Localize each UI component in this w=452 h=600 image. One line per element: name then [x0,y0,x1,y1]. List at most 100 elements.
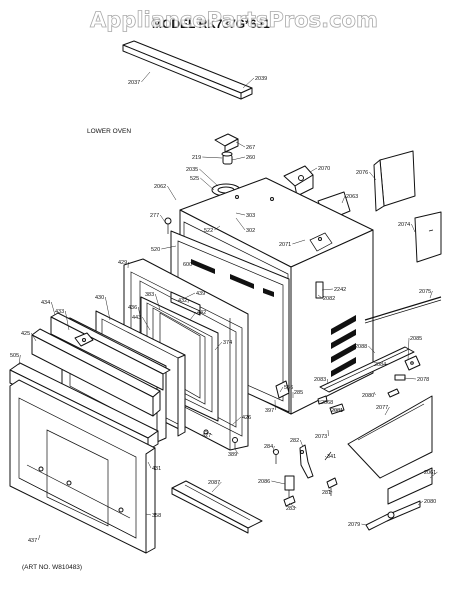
part-label-2082: 2082 [323,296,335,302]
part-label-431: 431 [152,466,161,472]
part-label-2068: 2068 [321,400,333,406]
part-label-2242: 2242 [334,287,346,293]
part-insulation-439 [170,291,201,316]
part-label-439: 439 [196,291,205,297]
art-number: (ART NO. W810483) [22,564,82,571]
part-label-2076: 2076 [356,170,368,176]
leader-2080 [417,500,424,506]
leader-443 [142,316,151,331]
leader-439 [184,292,196,299]
part-label-277: 277 [150,213,159,219]
leader-2078 [403,377,417,380]
leader-600 [190,259,194,265]
leader-2071 [292,239,306,245]
leader-2037 [141,71,151,83]
part-rod-2075 [364,296,442,324]
part-label-374: 374 [223,340,232,346]
leader-2085 [407,337,410,361]
leader-2074 [411,223,416,233]
part-label-2079: 2079 [348,522,360,528]
leader-436 [138,306,141,317]
leader-267 [235,141,246,148]
leader-302 [235,217,246,231]
part-plug-2078 [394,374,406,381]
leader-277 [160,214,166,223]
part-label-284: 284 [264,444,273,450]
part-label-505: 505 [10,353,19,359]
part-base-panel-2061 [387,467,433,505]
leader-2070 [309,167,318,173]
part-label-2071: 2071 [279,242,291,248]
part-label-437: 437 [28,538,37,544]
part-label-427: 427 [202,433,211,439]
leader-520 [161,245,177,250]
leader-2061 [429,471,438,479]
part-clip-2080 [387,388,400,398]
part-label-2063: 2063 [346,194,358,200]
part-label-302: 302 [246,228,255,234]
part-label-282: 282 [290,438,299,444]
part-label-2039: 2039 [255,76,267,82]
part-label-443: 443 [132,315,141,321]
leader-219 [202,156,223,159]
leader-2039 [242,77,255,89]
leader-303 [235,212,246,216]
part-screw-284 [273,449,279,464]
part-label-389: 389 [228,452,237,458]
leader-426 [231,416,242,426]
part-label-2077: 2077 [376,405,388,411]
leader-260 [231,156,246,161]
leader-437 [38,534,41,541]
leader-2076 [369,171,377,181]
leader-383 [155,293,161,311]
part-label-2087: 2087 [208,480,220,486]
part-bottom-shield-2077 [347,395,433,479]
section-label: LOWER OVEN [87,128,131,135]
part-label-358: 358 [152,513,161,519]
part-label-341: 341 [327,454,336,460]
part-label-285: 285 [294,390,303,396]
part-label-2035: 2035 [186,167,198,173]
part-tube-2079 [365,511,395,531]
part-door-channel-434 [50,312,171,391]
leader-2242 [321,288,334,291]
leader-2080 [373,391,376,396]
leader-433 [65,310,70,331]
part-label-600: 600 [183,262,192,268]
leader-505 [18,354,21,366]
leader-434 [51,301,56,316]
part-label-442: 442 [197,310,206,316]
part-label-2073: 2073 [315,434,327,440]
leader-2086 [271,480,286,485]
part-label-2084: 2084 [374,362,386,368]
part-label-2078: 2078 [417,377,429,383]
part-bracket-2085 [404,355,421,371]
leader-2062 [167,185,177,201]
part-bracket-536 [275,380,290,399]
part-back-shield-2076 [373,150,416,212]
part-clip-281 [326,477,338,496]
part-label-281: 281 [322,490,331,496]
part-outer-door-437 [9,379,156,554]
part-label-2083: 2083 [314,377,326,383]
part-vent-bracket [214,133,239,153]
part-label-520: 520 [151,247,160,253]
leader-282 [300,439,304,448]
leader-2088 [368,345,376,354]
leader-431 [147,461,152,469]
part-outer-door-425 [31,328,161,417]
part-side-panel-2074 [414,211,442,263]
part-label-2088: 2088 [355,344,367,350]
part-heating-element-2084 [319,346,415,393]
site-watermark: AppliancePartsPros.com [90,8,378,32]
part-label-2080: 2080 [424,499,436,505]
part-label-426: 426 [242,415,251,421]
part-spring-336 [324,451,332,461]
leader-2077 [384,406,390,416]
part-kick-strip-2087 [171,480,263,534]
part-label-2085: 2085 [410,336,422,342]
part-label-434: 434 [41,300,50,306]
leader-283 [288,502,297,509]
